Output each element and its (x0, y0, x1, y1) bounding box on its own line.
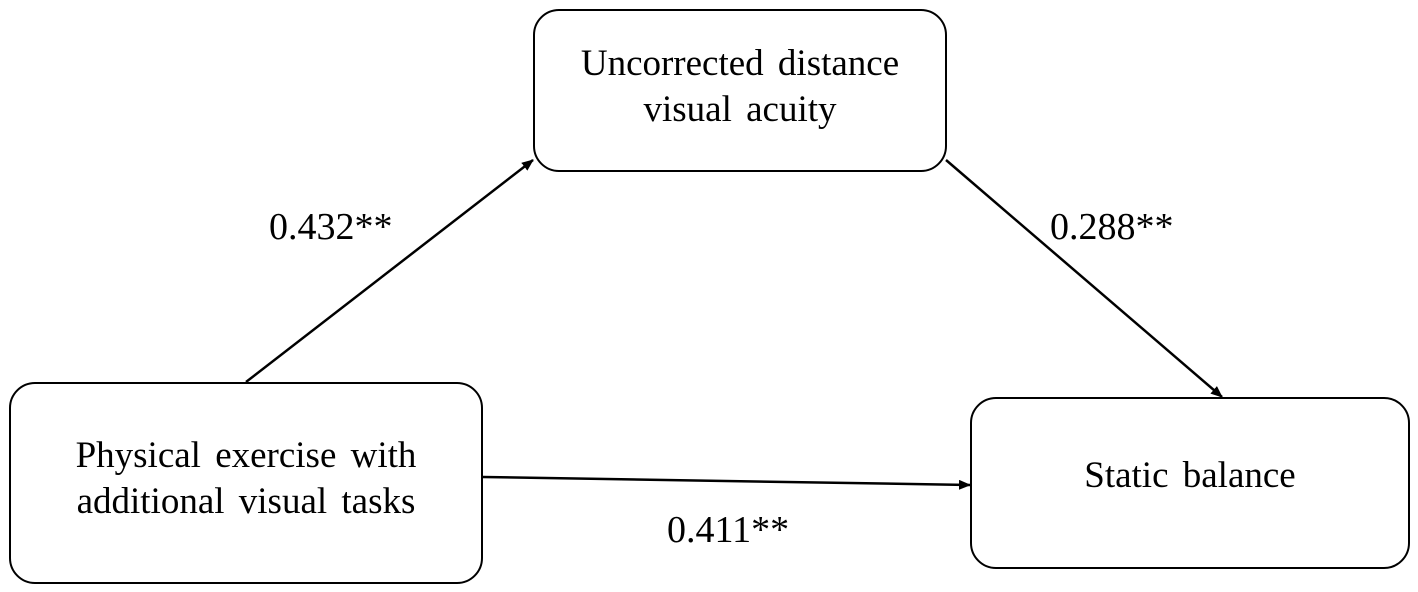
outcome-label: Static balance (1084, 455, 1296, 496)
arrow-mediator-to-outcome (945, 159, 1223, 398)
arrow-predictor-to-mediator (245, 159, 534, 383)
predictor-label: Physical exercise with additional visual… (75, 435, 417, 522)
coefficient-predictor-to-outcome: 0.411** (667, 509, 790, 551)
mediator-node: Uncorrected distance visual acuity (533, 9, 947, 172)
outcome-node: Static balance (970, 397, 1410, 569)
arrow-predictor-to-outcome (482, 475, 971, 490)
mediator-label: Uncorrected distance visual acuity (580, 43, 900, 130)
coefficient-mediator-to-outcome: 0.288** (1050, 206, 1174, 248)
coefficient-predictor-to-mediator: 0.432** (269, 206, 393, 248)
predictor-node: Physical exercise with additional visual… (9, 382, 483, 584)
